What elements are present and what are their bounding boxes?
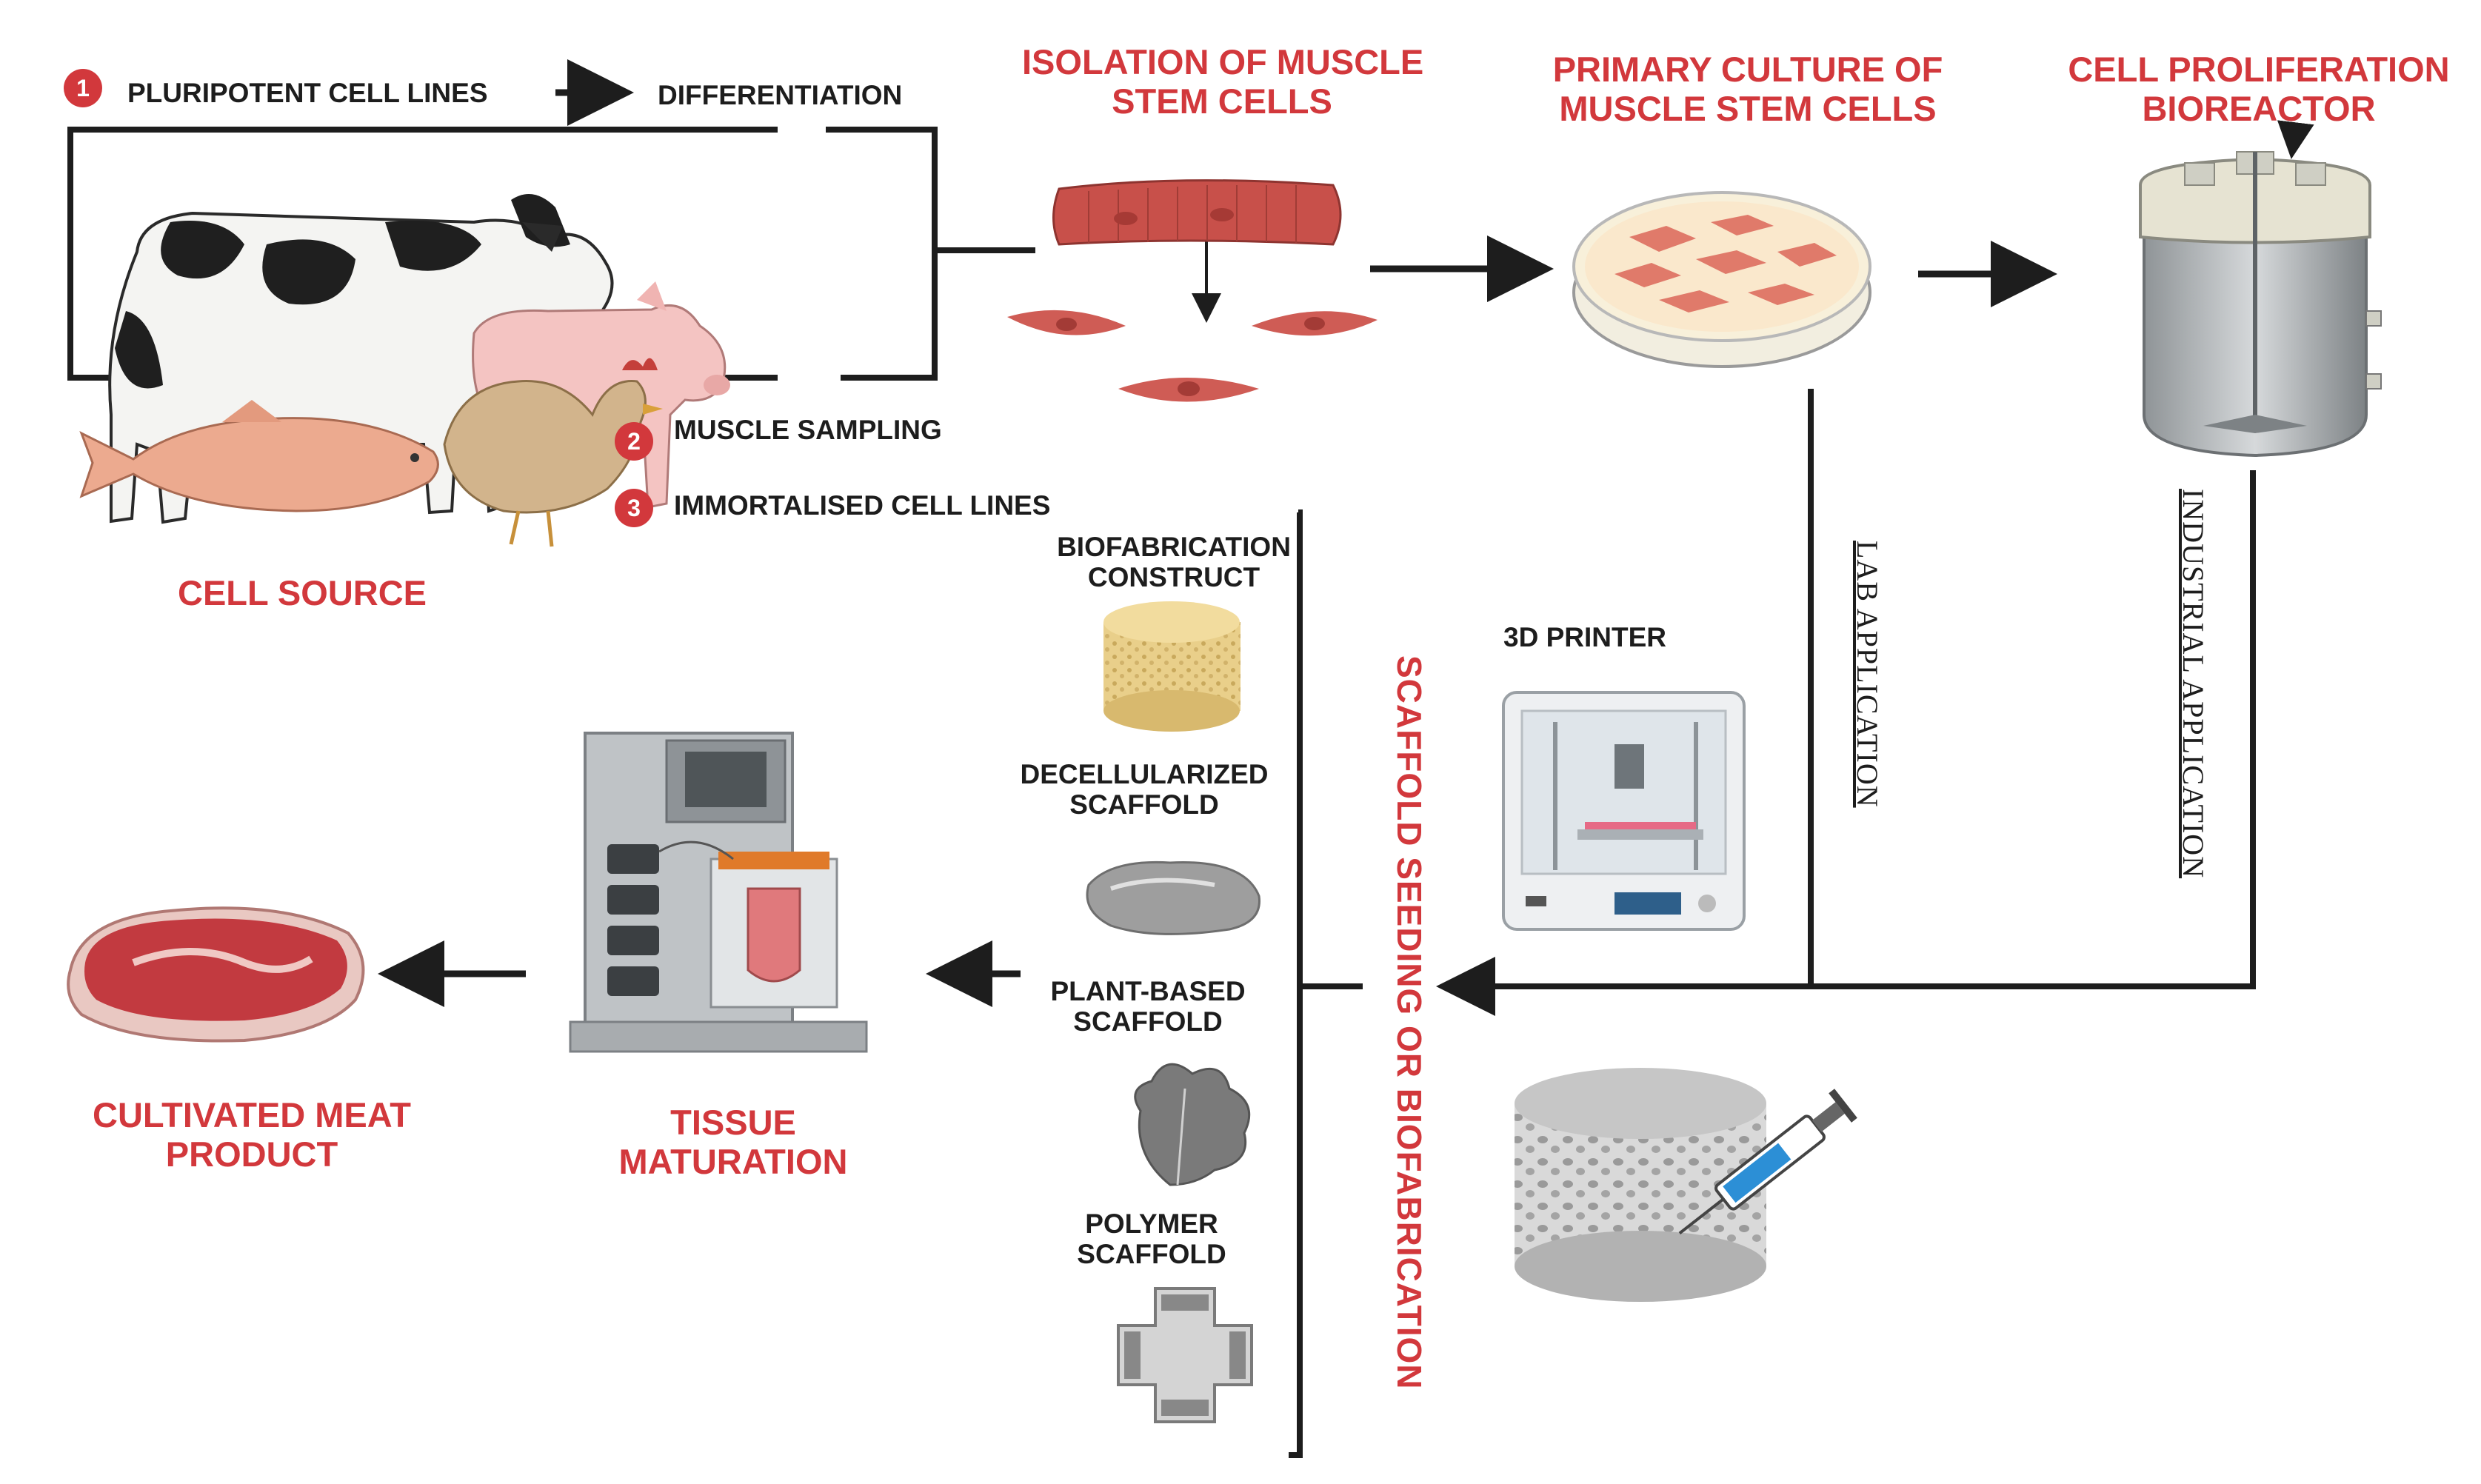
polymer-scaffold-illustration bbox=[1117, 1287, 1253, 1423]
muscle-fiber-illustration bbox=[1052, 179, 1342, 246]
cultivated-meat-title: CULTIVATED MEAT PRODUCT bbox=[74, 1095, 430, 1174]
fish-illustration bbox=[79, 400, 439, 512]
industrial-application-label: INDUSTRIAL APPLICATION bbox=[2177, 489, 2210, 879]
biofabrication-construct-label: BIOFABRICATION CONSTRUCT bbox=[1037, 532, 1311, 593]
polymer-scaffold-line-1: POLYMER bbox=[1085, 1209, 1218, 1239]
tissue-maturation-bioreactor-illustration bbox=[569, 732, 868, 1053]
bioreactor-illustration bbox=[2139, 120, 2382, 458]
primary-culture-title-line-2: MUSCLE STEM CELLS bbox=[1559, 88, 1937, 128]
proliferation-title-line-2: BIOREACTOR bbox=[2142, 88, 2376, 128]
3d-printer-label: 3D PRINTER bbox=[1503, 622, 1666, 652]
seeded-scaffold-illustration bbox=[1515, 1068, 1766, 1302]
biofabrication-construct-line-2: CONSTRUCT bbox=[1087, 562, 1260, 593]
isolation-title: ISOLATION OF MUSCLE STEM CELLS bbox=[1022, 42, 1424, 121]
petri-dish-illustration bbox=[1572, 191, 1871, 368]
biofabrication-construct-illustration bbox=[1103, 601, 1240, 732]
decellularized-scaffold-line-1: DECELLULARIZED bbox=[1020, 759, 1269, 789]
plant-based-scaffold-line-1: PLANT-BASED bbox=[1050, 976, 1246, 1006]
pluripotent-cell-lines-label: PLURIPOTENT CELL LINES bbox=[127, 78, 488, 108]
step-1-badge: 1 bbox=[64, 69, 102, 107]
step-3-badge: 3 bbox=[615, 489, 653, 527]
cultivated-meat-line-1: CULTIVATED MEAT bbox=[93, 1095, 411, 1134]
differentiation-label: DIFFERENTIATION bbox=[658, 80, 903, 110]
tissue-maturation-line-2: MATURATION bbox=[618, 1141, 848, 1181]
plant-based-scaffold-label: PLANT-BASED SCAFFOLD bbox=[1015, 976, 1281, 1037]
lab-application-label: LAB APPLICATION bbox=[1851, 541, 1884, 808]
isolation-title-line-2: STEM CELLS bbox=[1112, 81, 1332, 121]
proliferation-title-line-1: CELL PROLIFERATION bbox=[2068, 50, 2450, 89]
tissue-maturation-title: TISSUE MATURATION bbox=[592, 1103, 874, 1181]
3d-printer-illustration bbox=[1502, 691, 1746, 931]
syringe-icon bbox=[1678, 1089, 1857, 1235]
proliferation-title: CELL PROLIFERATION BIOREACTOR bbox=[2051, 50, 2466, 128]
polymer-scaffold-line-2: SCAFFOLD bbox=[1077, 1239, 1226, 1270]
cell-source-title: CELL SOURCE bbox=[178, 573, 427, 612]
tissue-maturation-line-1: TISSUE bbox=[670, 1103, 796, 1142]
step-2-badge: 2 bbox=[615, 422, 653, 461]
stem-cells-illustration bbox=[1007, 310, 1378, 402]
meat-product-illustration bbox=[67, 906, 365, 1043]
plant-based-scaffold-illustration bbox=[1134, 1063, 1251, 1186]
arrows bbox=[378, 59, 2057, 1007]
primary-culture-title-line-1: PRIMARY CULTURE OF bbox=[1552, 50, 1943, 89]
polymer-scaffold-label: POLYMER SCAFFOLD bbox=[1041, 1209, 1263, 1270]
application-paths bbox=[1289, 389, 2256, 1458]
muscle-sampling-label: MUSCLE SAMPLING bbox=[674, 415, 942, 445]
cultivated-meat-line-2: PRODUCT bbox=[165, 1134, 338, 1174]
biofabrication-construct-line-1: BIOFABRICATION bbox=[1057, 532, 1291, 562]
plant-based-scaffold-line-2: SCAFFOLD bbox=[1073, 1006, 1223, 1037]
decellularized-scaffold-label: DECELLULARIZED SCAFFOLD bbox=[1007, 759, 1281, 820]
primary-culture-title: PRIMARY CULTURE OF MUSCLE STEM CELLS bbox=[1537, 50, 1959, 128]
immortalised-cell-lines-label: IMMORTALISED CELL LINES bbox=[674, 490, 1051, 521]
isolation-title-line-1: ISOLATION OF MUSCLE bbox=[1022, 42, 1424, 81]
decellularized-scaffold-illustration bbox=[1086, 860, 1260, 935]
scaffold-seeding-title: SCAFFOLD SEEDING OR BIOFABRICATION bbox=[1390, 655, 1429, 1390]
decellularized-scaffold-line-2: SCAFFOLD bbox=[1069, 789, 1219, 820]
chicken-illustration bbox=[443, 358, 663, 547]
